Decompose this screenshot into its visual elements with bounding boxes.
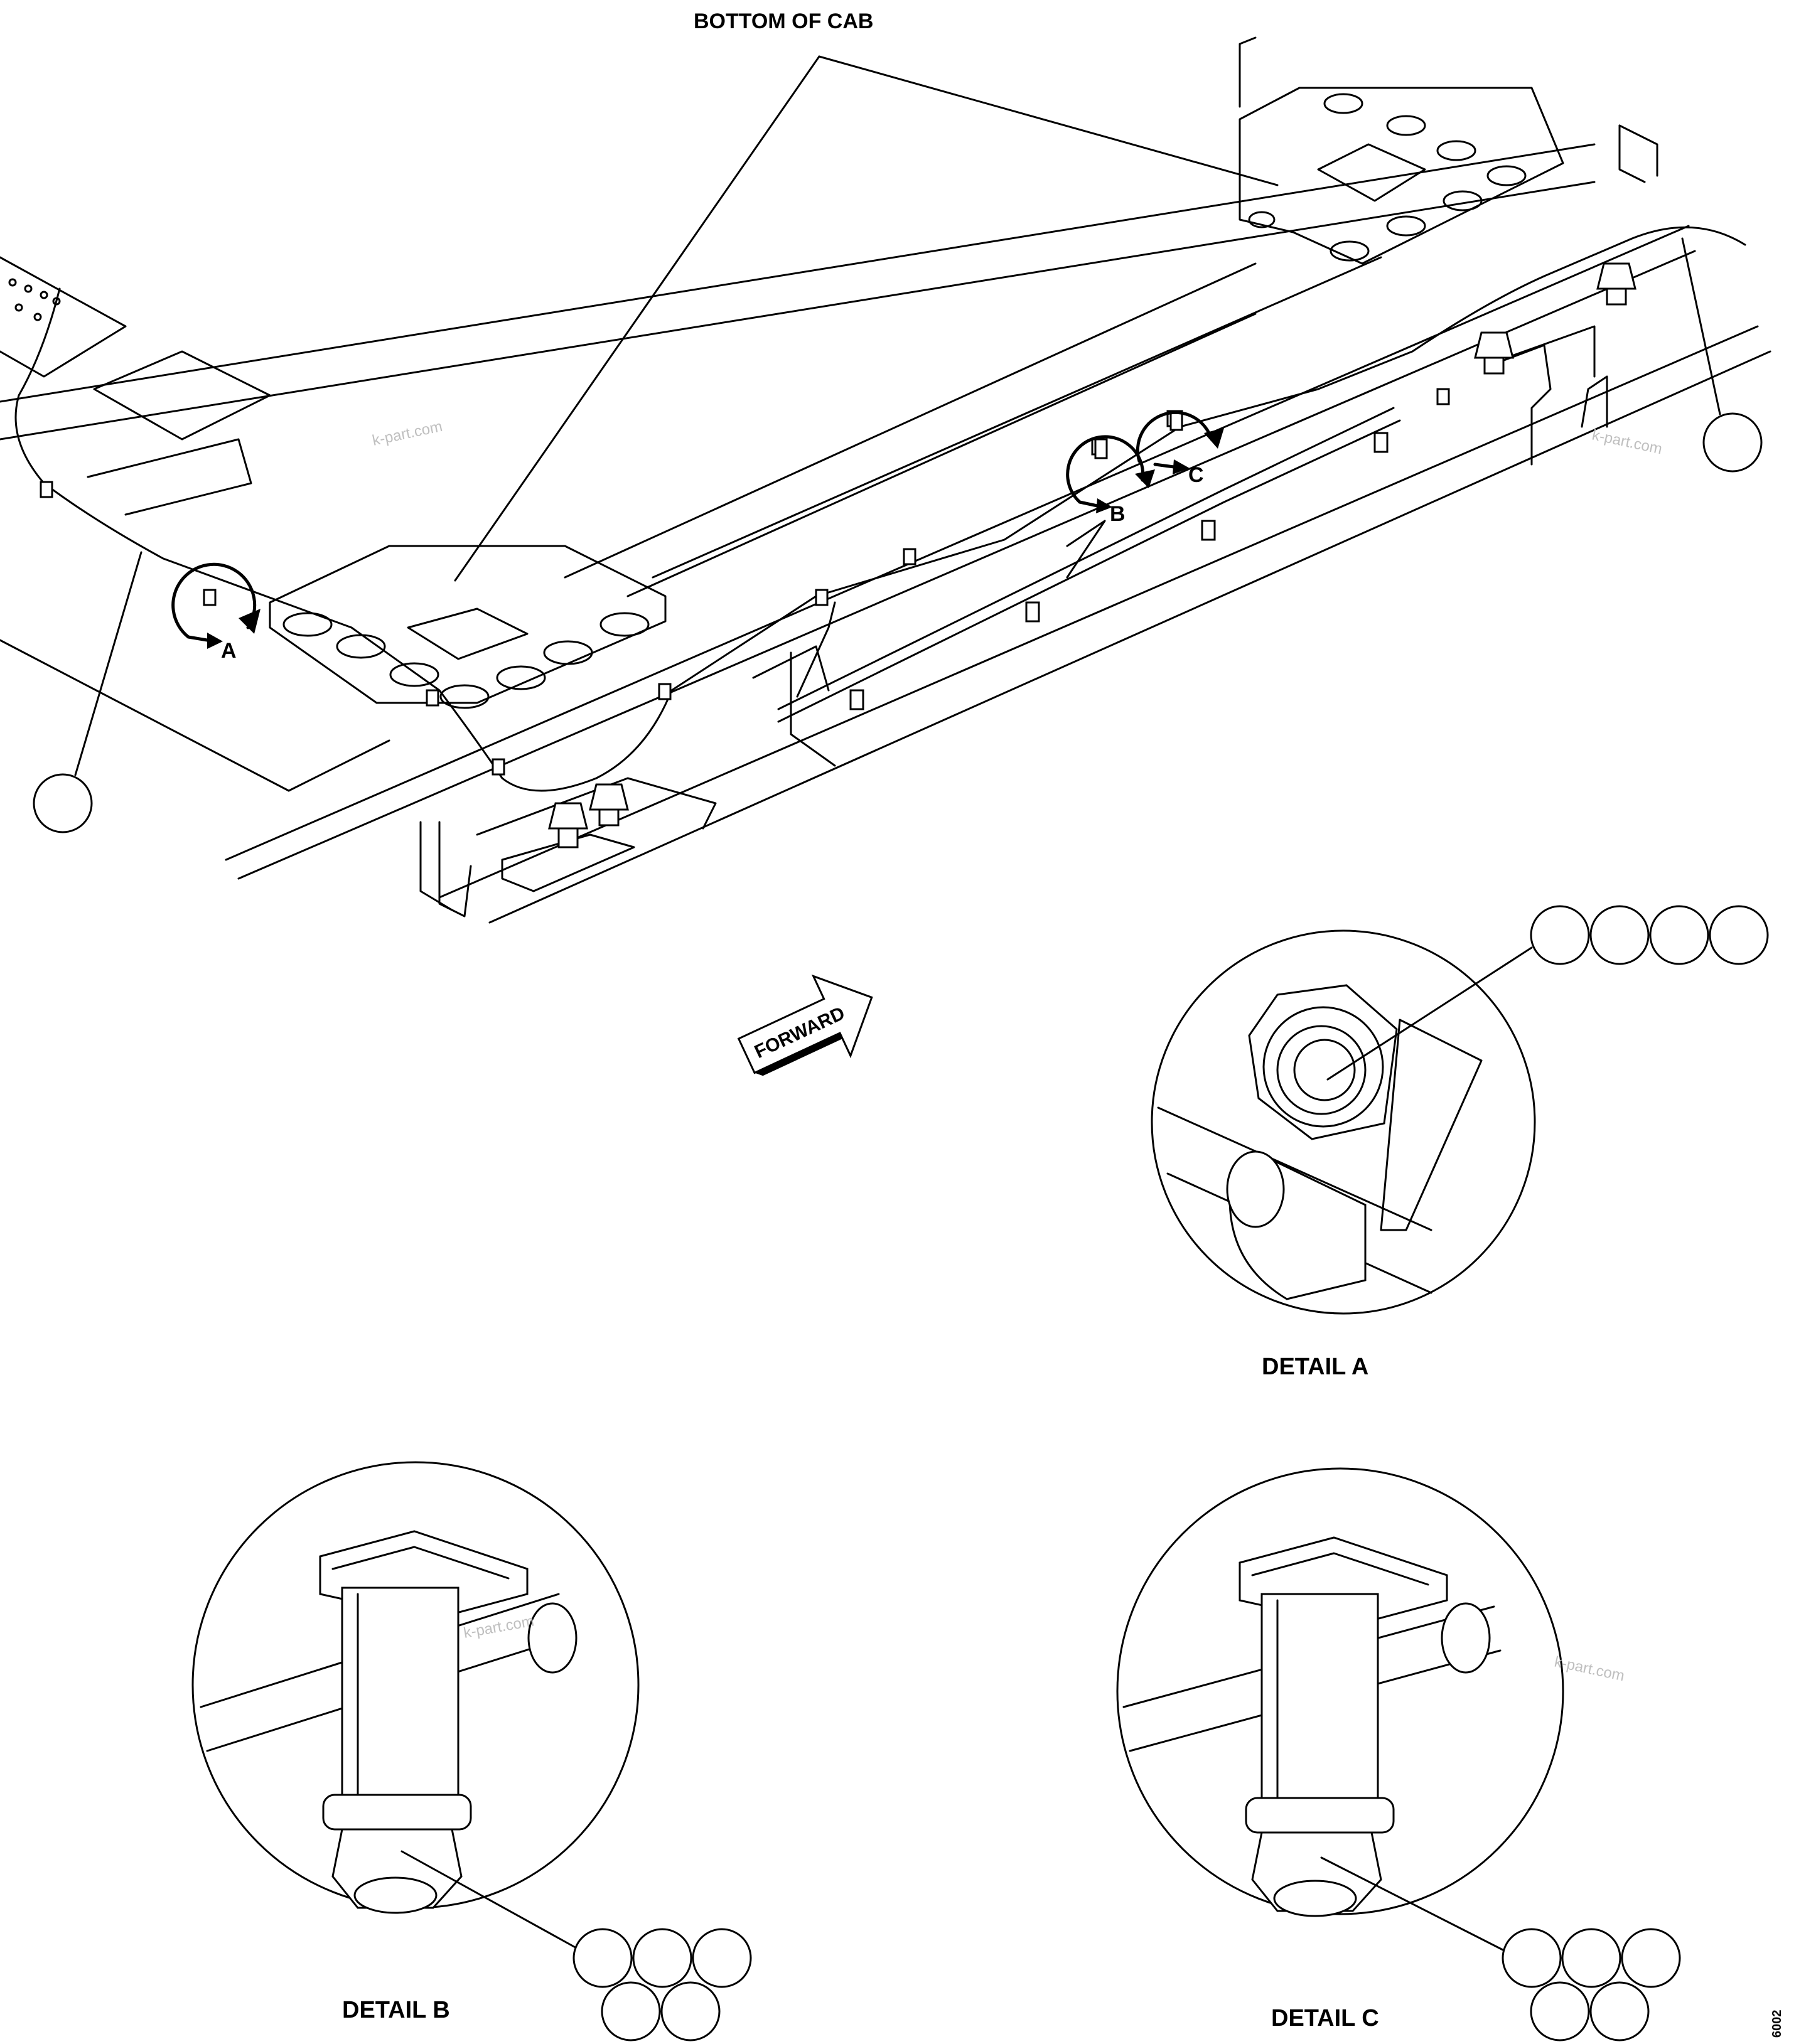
callout-balloon-icon bbox=[33, 773, 93, 833]
callout-balloon-icon bbox=[1530, 1981, 1590, 2041]
detail-ref-c-label: C bbox=[1188, 463, 1204, 487]
detail-a-caption: DETAIL A bbox=[1262, 1354, 1368, 1380]
callout-balloon-icon bbox=[1530, 905, 1590, 965]
callout-balloon-icon bbox=[692, 1928, 752, 1988]
isolator-mount-front bbox=[548, 783, 629, 848]
watermark: k-part.com bbox=[371, 418, 444, 449]
callout-balloon-icon bbox=[601, 1981, 661, 2041]
frame-assembly-view: A B C BOTTOM OF CAB bbox=[0, 9, 1771, 924]
watermark: k-part.com bbox=[1553, 1653, 1626, 1684]
callout-balloon-icon bbox=[1702, 412, 1763, 473]
forward-arrow-icon: FORWARD bbox=[737, 974, 873, 1076]
watermark: k-part.com bbox=[1591, 426, 1663, 457]
callout-group-detail-a bbox=[1530, 905, 1769, 965]
tube-clamps bbox=[849, 432, 1389, 710]
bottom-of-cab-callout: BOTTOM OF CAB bbox=[454, 9, 1279, 582]
callout-balloon-icon bbox=[1502, 1928, 1562, 1988]
detail-c-view: DETAIL C k-part.com bbox=[1116, 1467, 1681, 2041]
watermark: k-part.com bbox=[462, 1613, 535, 1642]
bottom-of-cab-label: BOTTOM OF CAB bbox=[694, 9, 873, 33]
callout-balloon-icon bbox=[1561, 1928, 1621, 1988]
callout-balloon-icon bbox=[1589, 905, 1650, 965]
detail-c-caption: DETAIL C bbox=[1271, 2005, 1379, 2031]
detail-ref-b-label: B bbox=[1110, 502, 1126, 526]
isolator-mount-rear bbox=[1474, 262, 1636, 375]
callout-balloon-icon bbox=[572, 1928, 633, 1988]
callout-balloon-icon bbox=[1709, 905, 1769, 965]
detail-b-caption: DETAIL B bbox=[342, 1997, 450, 2023]
cab-pad-holes-front bbox=[282, 612, 650, 709]
callout-balloon-icon bbox=[660, 1981, 721, 2041]
detail-a-view: DETAIL A bbox=[1151, 905, 1769, 1380]
callout-group-detail-b bbox=[572, 1928, 752, 2041]
detail-ref-c: C bbox=[1136, 410, 1224, 487]
cab-pad-holes-rear bbox=[1248, 93, 1527, 262]
callout-balloon-icon bbox=[1649, 905, 1709, 965]
callout-balloon-icon bbox=[1589, 1981, 1650, 2041]
detail-ref-b: B bbox=[1066, 435, 1155, 526]
detail-ref-a-label: A bbox=[221, 639, 237, 663]
callout-main-left bbox=[33, 551, 142, 833]
callout-balloon-icon bbox=[1621, 1928, 1681, 1988]
detail-ref-a: A bbox=[171, 562, 261, 663]
callout-group-detail-c bbox=[1502, 1928, 1681, 2041]
figure-number: 6002 bbox=[1770, 2010, 1784, 2038]
callout-main-right bbox=[1681, 237, 1763, 473]
callout-balloon-icon bbox=[632, 1928, 692, 1988]
detail-b-view: DETAIL B k-part.com bbox=[191, 1461, 752, 2041]
